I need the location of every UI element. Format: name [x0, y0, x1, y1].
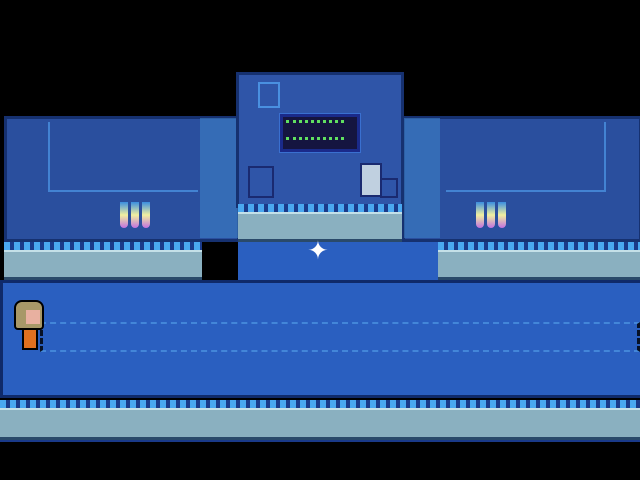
- hallway-floor: [0, 280, 640, 398]
- lab-logo-icon: [258, 82, 280, 108]
- ledge-front: [0, 408, 640, 440]
- lower-void: [0, 440, 640, 480]
- floor-alcove: [238, 242, 438, 282]
- circuit-pattern-left: [48, 122, 198, 192]
- rail-front: [0, 400, 640, 408]
- ledge-left: [4, 250, 202, 280]
- glass-pane-left: [200, 118, 238, 238]
- player-character: [14, 300, 46, 354]
- monitor-text-lines: [286, 120, 344, 140]
- rail-left: [4, 242, 202, 250]
- glass-pane-right: [404, 118, 440, 238]
- ledge-right: [438, 250, 640, 280]
- rail-back: [238, 204, 402, 212]
- elevator-button[interactable]: [380, 178, 398, 198]
- keypad[interactable]: [360, 163, 382, 197]
- back-wall-right: [402, 116, 640, 242]
- ledge-back: [238, 212, 402, 242]
- rail-right: [438, 242, 640, 250]
- circuit-pattern-right: [446, 122, 606, 192]
- test-tubes-left: [120, 202, 150, 228]
- door: [248, 166, 274, 198]
- save-point-star[interactable]: ✦: [307, 228, 329, 268]
- floor-circuit-pattern: [40, 322, 640, 352]
- test-tubes-right: [476, 202, 506, 228]
